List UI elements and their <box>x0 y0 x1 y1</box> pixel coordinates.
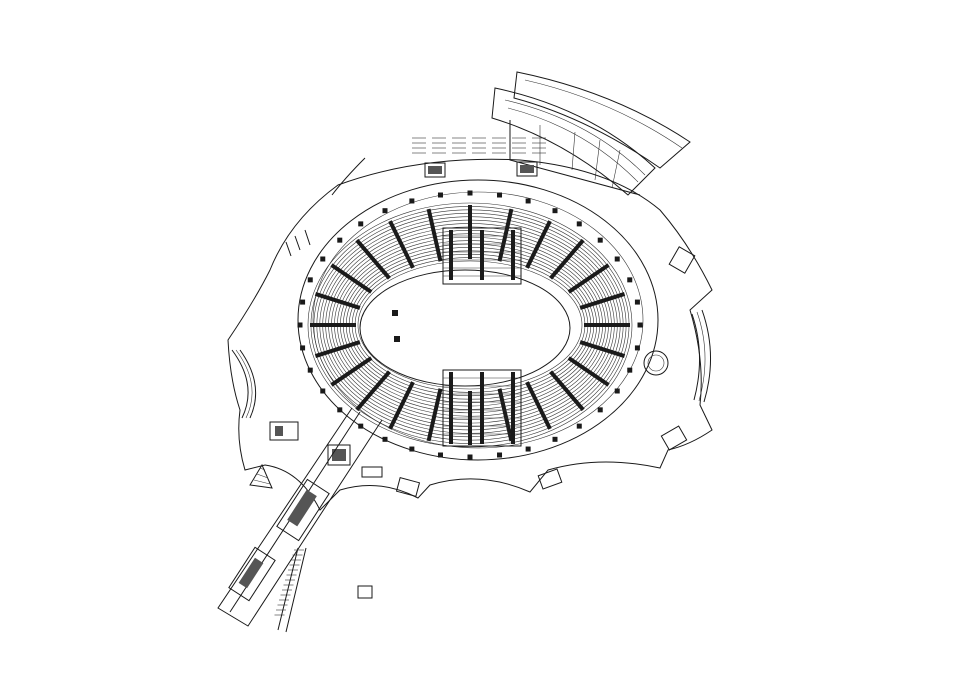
aisle-bar <box>388 381 415 430</box>
ring-column <box>614 256 620 262</box>
southwest-access-ramp <box>217 407 383 627</box>
aisle-bar <box>497 388 514 442</box>
aisle-bar <box>388 220 415 269</box>
outer-ring-walkway <box>312 191 644 449</box>
vomitory-aisles <box>310 205 630 445</box>
ring-column <box>337 407 343 413</box>
ring-column <box>497 452 503 458</box>
aisle-bar <box>330 263 373 294</box>
aisle-bar <box>579 340 626 358</box>
floor-marker <box>392 310 398 316</box>
ring-column <box>320 256 326 262</box>
ring-column <box>300 345 306 351</box>
aisle-bar <box>426 388 443 442</box>
ring-column <box>307 277 313 283</box>
aisle-bar <box>549 238 585 280</box>
ring-column <box>337 237 343 243</box>
north-stand <box>442 227 522 285</box>
ring-column <box>467 454 473 460</box>
ring-column <box>409 446 415 452</box>
aisle-bar <box>567 263 610 294</box>
ring-column <box>552 436 558 442</box>
ring-column <box>382 436 388 442</box>
ring-column <box>437 192 443 198</box>
ring-column <box>576 423 582 429</box>
aisle-bar <box>426 208 443 262</box>
ring-column <box>437 452 443 458</box>
south-stairway <box>274 547 307 633</box>
ring-column <box>634 345 640 351</box>
south-stand <box>442 369 522 447</box>
ring-column <box>497 192 503 198</box>
floor-marker <box>394 336 400 342</box>
perimeter-pavilions <box>269 161 696 599</box>
ring-column <box>627 367 633 373</box>
ring-column <box>637 322 643 328</box>
aisle-bar <box>314 292 361 310</box>
ring-column <box>552 208 558 214</box>
west-stairway <box>249 463 273 489</box>
ring-column <box>634 299 640 305</box>
ring-column <box>525 446 531 452</box>
ring-column <box>614 388 620 394</box>
aisle-bar <box>314 340 361 358</box>
aisle-bar <box>330 356 373 387</box>
ring-column <box>358 221 364 227</box>
west-curved-stand <box>231 349 257 419</box>
arena-floor <box>359 269 571 387</box>
ring-column <box>627 277 633 283</box>
upper-ring-columns <box>297 190 643 460</box>
ring-column <box>320 388 326 394</box>
east-curved-stand <box>691 309 711 403</box>
ring-column <box>467 190 473 196</box>
curved-annex-building <box>491 71 691 196</box>
aisle-bar <box>355 370 391 412</box>
ring-column <box>297 322 303 328</box>
seating-row <box>307 202 633 448</box>
aisle-bar <box>525 381 552 430</box>
ring-column <box>525 198 531 204</box>
aisle-bar <box>549 370 585 412</box>
ring-column <box>382 208 388 214</box>
aisle-bar <box>355 238 391 280</box>
ring-column <box>300 299 306 305</box>
aisle-bar <box>567 356 610 387</box>
aisle-bar <box>497 208 514 262</box>
ring-column <box>409 198 415 204</box>
stair-rail <box>277 547 307 633</box>
ring-column <box>597 237 603 243</box>
north-entrance-steps <box>412 137 546 154</box>
ring-column <box>358 423 364 429</box>
ring-column <box>307 367 313 373</box>
ring-column <box>576 221 582 227</box>
outer-concourse-boundary <box>227 157 713 511</box>
seating-row <box>357 260 583 390</box>
aisle-bar <box>525 220 552 269</box>
aisle-bar <box>579 292 626 310</box>
outer-bowl-wall <box>297 179 659 461</box>
ring-column <box>597 407 603 413</box>
